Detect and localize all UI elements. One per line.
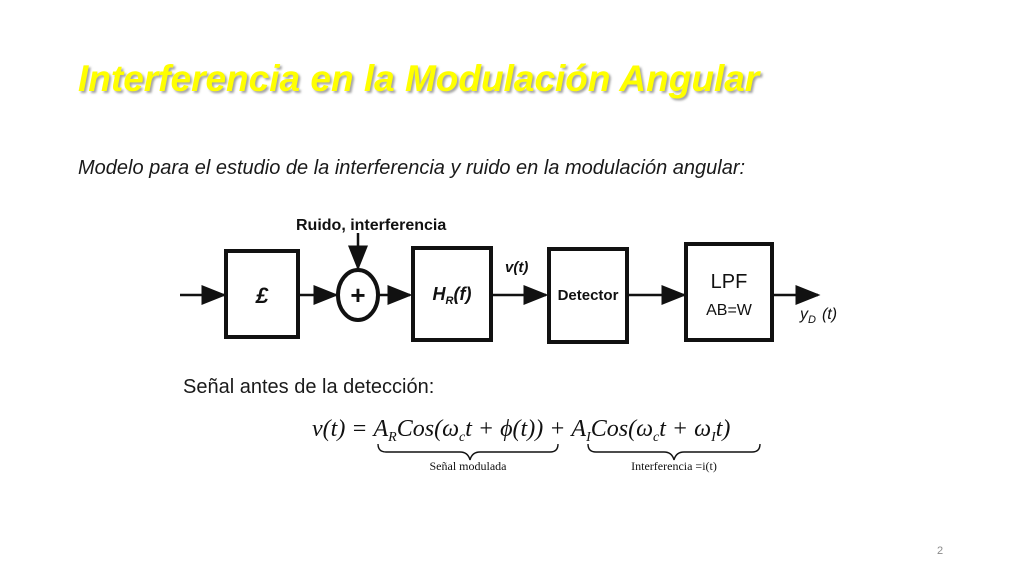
filter-label: HR(f) — [433, 284, 472, 307]
detector-label: Detector — [558, 287, 619, 304]
brace-modulated-label: Señal modulada — [430, 459, 508, 473]
signal-label: v(t) — [505, 259, 528, 276]
brace-interference — [587, 443, 761, 461]
noise-label: Ruido, interferencia — [296, 217, 446, 234]
lpf-block — [684, 242, 774, 342]
before-detection-label: Señal antes de la detección: — [183, 376, 435, 398]
source-symbol: £ — [255, 283, 269, 308]
lpf-bandwidth: AB=W — [706, 302, 753, 319]
brace-modulated — [377, 443, 559, 461]
equation-text: ν(t) = ARCos(ωct + ϕ(t)) + AICos(ωct + ω… — [312, 416, 730, 445]
slide-subtitle: Modelo para el estudio de la interferenc… — [78, 157, 746, 179]
output-label: yD(t) — [799, 306, 837, 326]
lpf-label: LPF — [711, 271, 748, 293]
page-number: 2 — [937, 545, 944, 557]
brace-interference-label: Interferencia =i(t) — [631, 459, 717, 473]
sum-symbol: + — [350, 280, 365, 310]
slide-title: Interferencia en la Modulación Angular — [78, 58, 760, 99]
